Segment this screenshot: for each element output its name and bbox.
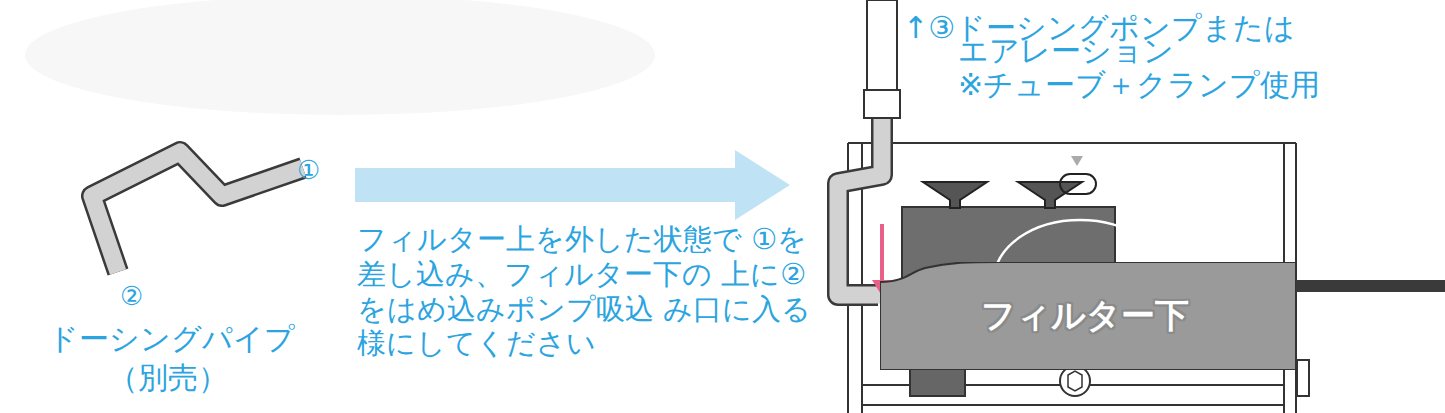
band-label: フィルター下	[981, 293, 1189, 339]
instruction-note: フィルター上を外した状態で ①を差し込み、フィルター下の 上に②をはめ込みポンプ…	[357, 222, 812, 361]
connection-note: ※チューブ＋クランプ使用	[958, 67, 1320, 103]
background-blob	[25, 0, 655, 115]
insert-arrow	[880, 224, 884, 284]
marker-ring	[1060, 174, 1096, 194]
pipe-installed	[838, 115, 882, 295]
tube	[867, 0, 897, 95]
funnels	[923, 182, 1082, 208]
part-name: ドーシングパイプ	[48, 321, 295, 357]
filter-lower-band: フィルター下	[880, 262, 1296, 370]
rod	[1296, 280, 1445, 292]
foot	[910, 368, 965, 396]
callout-number: ②	[120, 281, 143, 312]
marker-triangle	[1071, 156, 1083, 166]
connection-note: エアレーション	[958, 33, 1174, 69]
pipe-installed-outline	[838, 115, 882, 295]
clamp	[864, 90, 900, 118]
dosing-pipe	[92, 152, 303, 272]
bolt	[1060, 366, 1090, 396]
callout-number: ①	[297, 155, 320, 186]
dosing-pipe-outline	[92, 152, 303, 272]
housing-frame	[848, 143, 1296, 413]
fitting	[1297, 360, 1309, 396]
flow-arrow	[355, 150, 790, 220]
part-note: （別売）	[108, 360, 228, 396]
